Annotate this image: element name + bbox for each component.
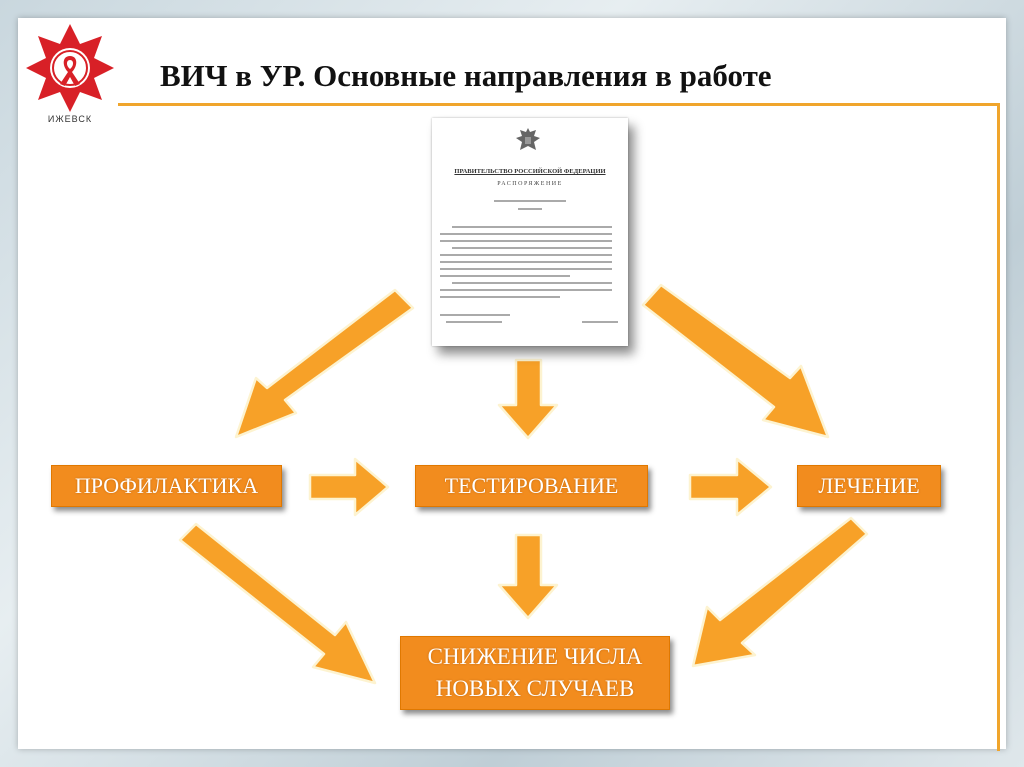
coat-of-arms-icon	[516, 128, 540, 150]
document-line	[452, 282, 612, 284]
document-line	[446, 321, 502, 323]
document-line	[440, 233, 612, 235]
arrow-testing-to-treatment	[688, 457, 773, 517]
document-line	[440, 240, 612, 242]
document-line	[440, 268, 612, 270]
government-order-document: ПРАВИТЕЛЬСТВО РОССИЙСКОЙ ФЕДЕРАЦИИ РАСПО…	[432, 118, 628, 346]
document-line	[452, 226, 612, 228]
document-line	[440, 296, 560, 298]
document-line	[440, 254, 612, 256]
logo-caption: ИЖЕВСК	[47, 114, 93, 124]
document-line	[440, 261, 612, 263]
node-treatment: ЛЕЧЕНИЕ	[797, 465, 941, 507]
arrow-testing-to-result	[497, 533, 559, 620]
document-line	[440, 314, 510, 316]
node-prevention: ПРОФИЛАКТИКА	[51, 465, 282, 507]
document-line	[494, 200, 566, 202]
document-line	[518, 208, 542, 210]
document-subheader: РАСПОРЯЖЕНИЕ	[497, 181, 563, 187]
arrow-doc-to-prevention	[234, 288, 415, 439]
document-line	[440, 275, 570, 277]
document-line	[440, 289, 612, 291]
document-line	[582, 321, 618, 323]
arrow-doc-to-testing	[497, 358, 559, 440]
arrow-treatment-to-result	[691, 516, 869, 668]
logo: ИЖЕВСК	[22, 20, 118, 130]
aids-ribbon-emblem-icon	[26, 24, 114, 112]
node-testing: ТЕСТИРОВАНИЕ	[415, 465, 648, 507]
page-title: ВИЧ в УР. Основные направления в работе	[160, 58, 772, 93]
node-result: СНИЖЕНИЕ ЧИСЛА НОВЫХ СЛУЧАЕВ	[400, 636, 670, 710]
node-result-line1: СНИЖЕНИЕ ЧИСЛА	[427, 644, 643, 669]
document-line	[452, 247, 612, 249]
node-result-line2: НОВЫХ СЛУЧАЕВ	[435, 676, 635, 701]
arrow-prevention-to-result	[178, 522, 377, 685]
document-header: ПРАВИТЕЛЬСТВО РОССИЙСКОЙ ФЕДЕРАЦИИ	[454, 168, 606, 175]
arrow-doc-to-treatment	[641, 283, 830, 439]
arrow-prevention-to-testing	[308, 457, 390, 517]
